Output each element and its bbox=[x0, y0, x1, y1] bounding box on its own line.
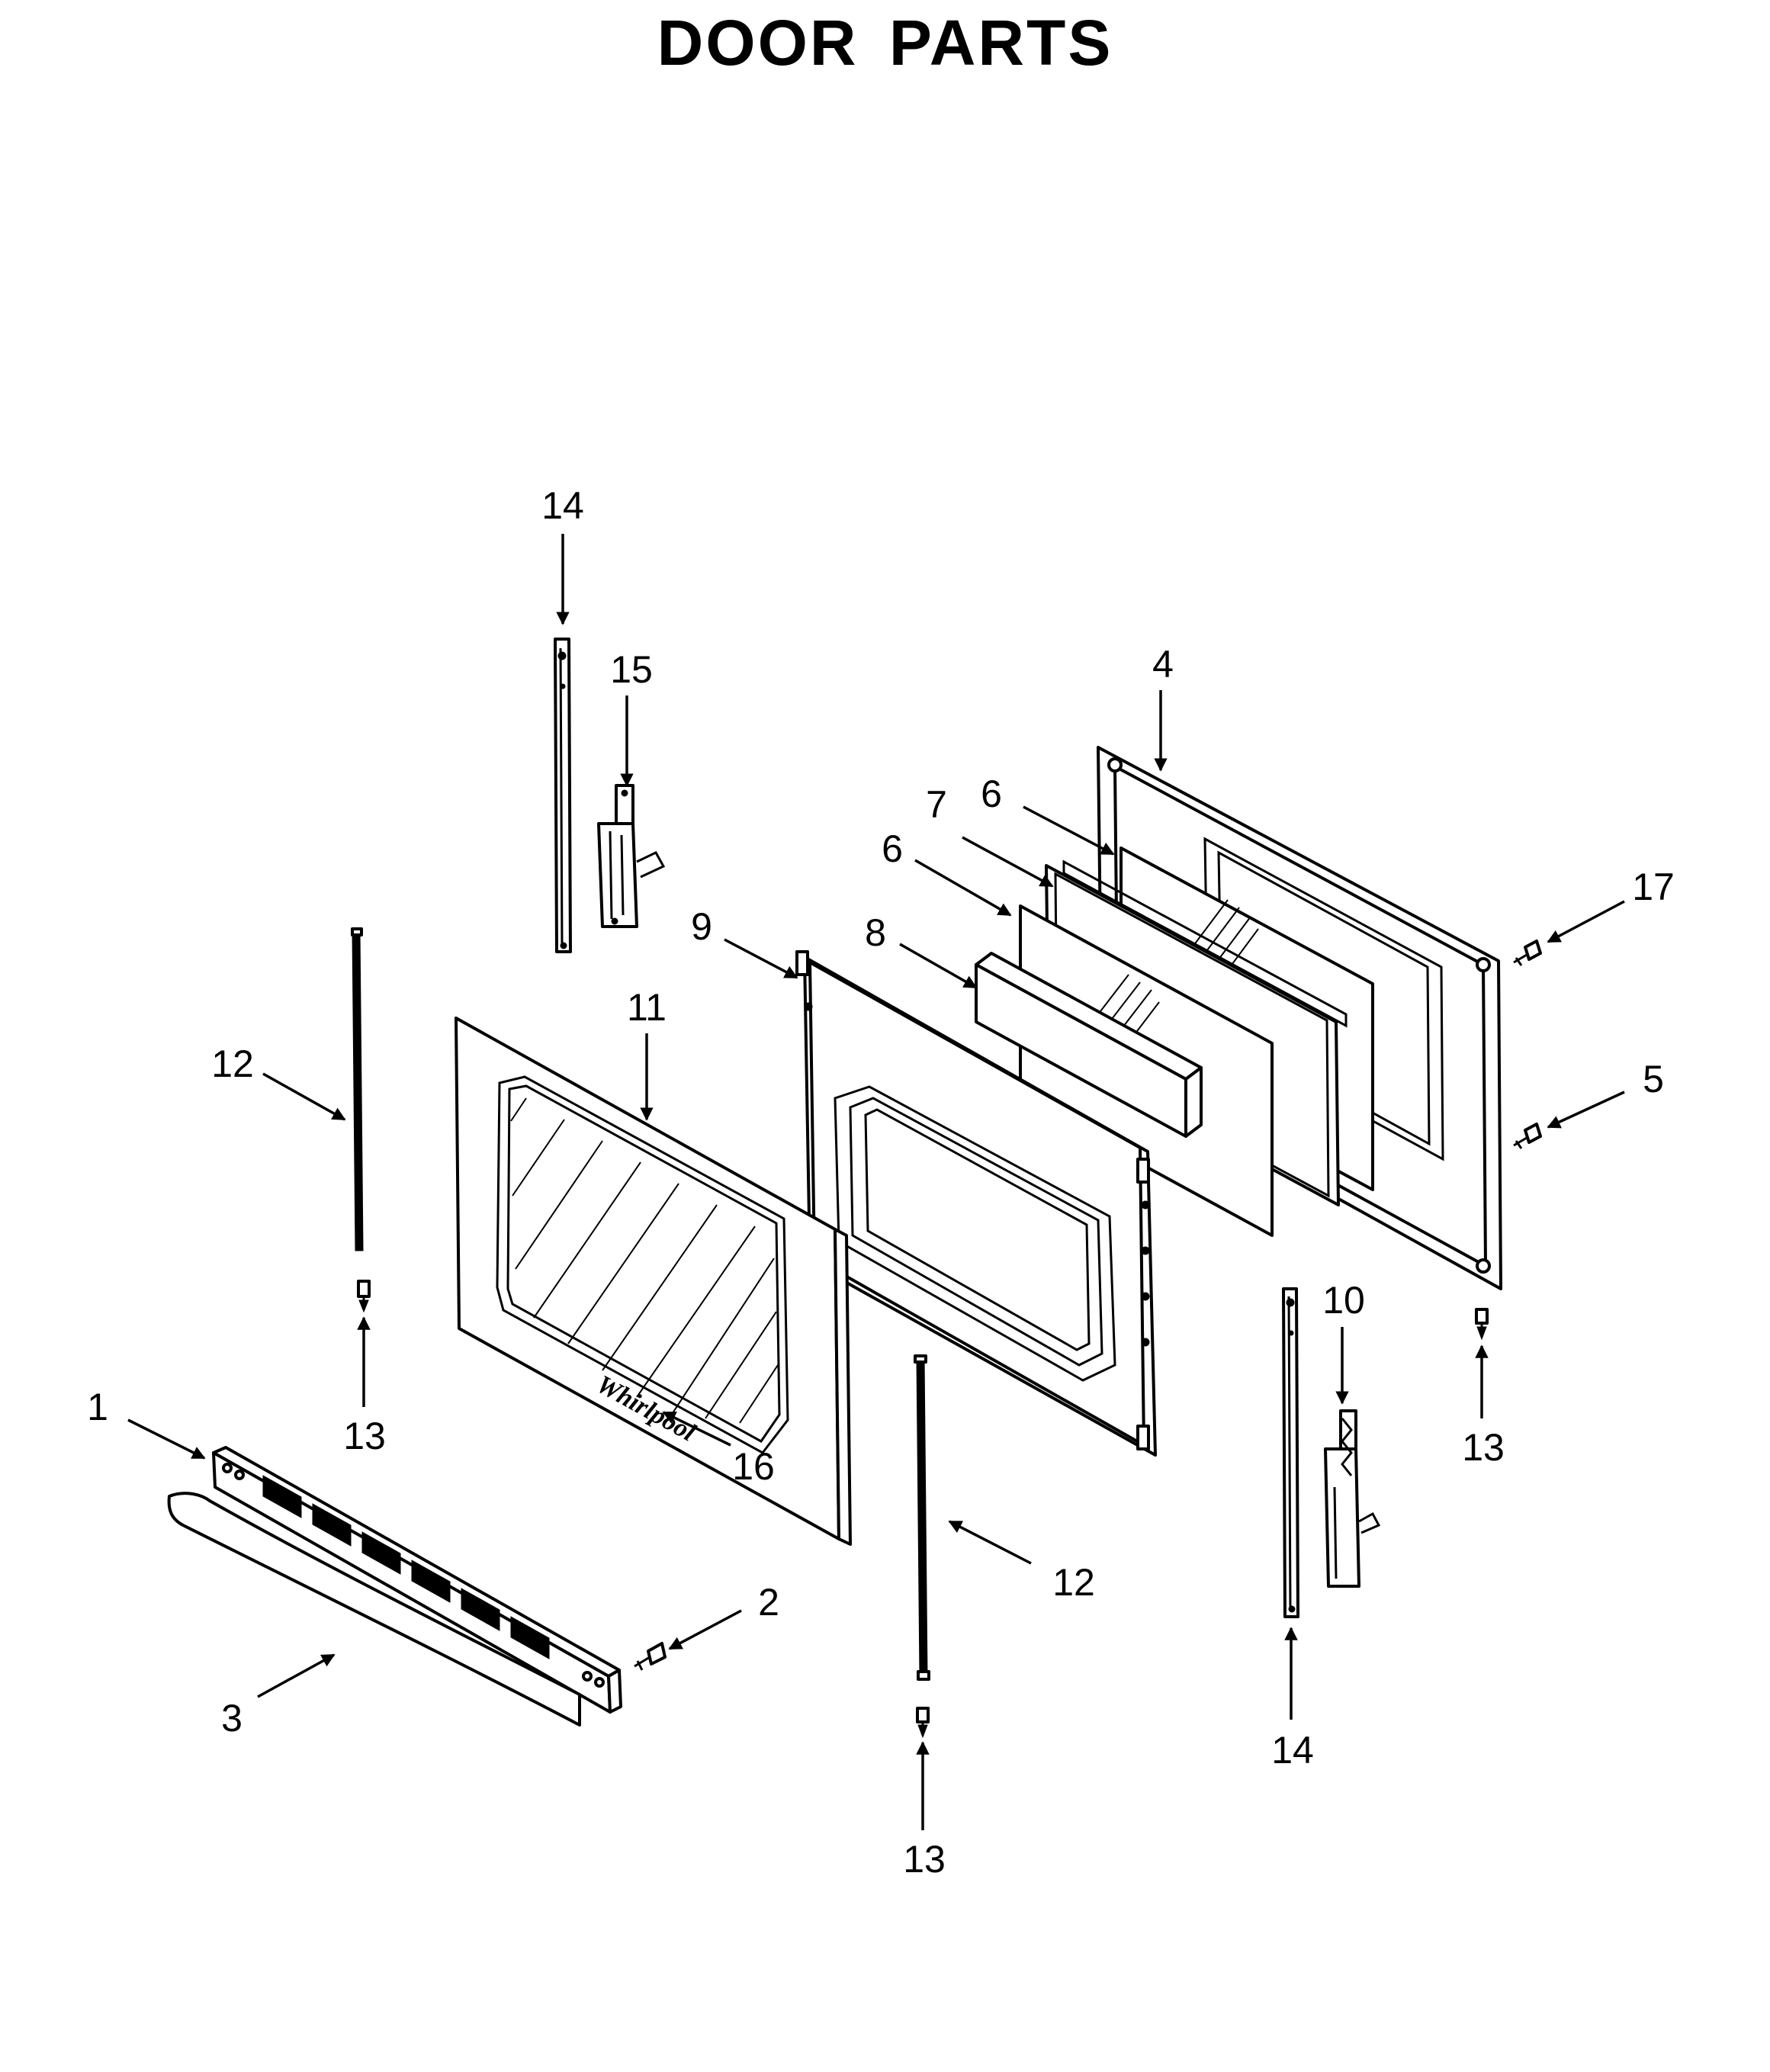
callout-13-left: 13 bbox=[343, 1415, 386, 1457]
glass-glare-mark-rear bbox=[1193, 899, 1259, 971]
door-side-trim-left bbox=[351, 927, 364, 1251]
callout-8: 8 bbox=[865, 911, 886, 954]
callout-labels: 14 15 4 6 7 6 8 9 12 11 17 5 13 10 13 1 … bbox=[87, 484, 1675, 1881]
callout-7: 7 bbox=[926, 783, 947, 826]
vent-slots bbox=[262, 1475, 550, 1659]
door-hinge-left bbox=[597, 784, 666, 928]
vent-trim bbox=[212, 1446, 622, 1714]
callout-12-left: 12 bbox=[211, 1042, 254, 1085]
outer-door-panel: Whirlpool bbox=[455, 1017, 852, 1546]
door-handle bbox=[167, 1492, 581, 1727]
door-side-trim-right bbox=[914, 1354, 930, 1681]
callout-15: 15 bbox=[610, 648, 653, 691]
insulation-block bbox=[975, 952, 1203, 1138]
callout-12-right: 12 bbox=[1052, 1561, 1095, 1604]
callout-14-lower: 14 bbox=[1271, 1729, 1314, 1772]
callout-6-rear: 6 bbox=[981, 773, 1002, 815]
callout-1: 1 bbox=[87, 1386, 108, 1428]
screw-right bbox=[1475, 1308, 1489, 1341]
hinge-channel-upper bbox=[554, 638, 572, 953]
callout-2: 2 bbox=[758, 1581, 779, 1624]
window-hatching bbox=[510, 1097, 779, 1424]
door-hinge-right bbox=[1324, 1409, 1381, 1588]
screw-left bbox=[357, 1280, 371, 1313]
leader-lines bbox=[127, 534, 1625, 1830]
callout-16: 16 bbox=[732, 1445, 775, 1488]
callout-3: 3 bbox=[221, 1697, 243, 1740]
callout-4: 4 bbox=[1152, 643, 1174, 686]
callout-17: 17 bbox=[1632, 866, 1675, 908]
door-inner-liner bbox=[795, 950, 1157, 1457]
callout-6-front: 6 bbox=[882, 827, 903, 870]
screw-17 bbox=[1513, 940, 1542, 966]
callout-11: 11 bbox=[627, 986, 667, 1029]
callout-14-upper: 14 bbox=[541, 484, 584, 527]
hinge-channel-lower bbox=[1282, 1287, 1299, 1618]
screw-5 bbox=[1513, 1123, 1542, 1149]
callout-10: 10 bbox=[1322, 1279, 1365, 1322]
screw-center bbox=[916, 1707, 930, 1739]
screw-2 bbox=[634, 1642, 667, 1671]
callout-13-right: 13 bbox=[1462, 1426, 1505, 1469]
callout-5: 5 bbox=[1643, 1058, 1664, 1100]
callout-13-center: 13 bbox=[903, 1838, 946, 1881]
callout-9: 9 bbox=[691, 905, 712, 948]
page-title: DOOR PARTS bbox=[657, 7, 1113, 79]
